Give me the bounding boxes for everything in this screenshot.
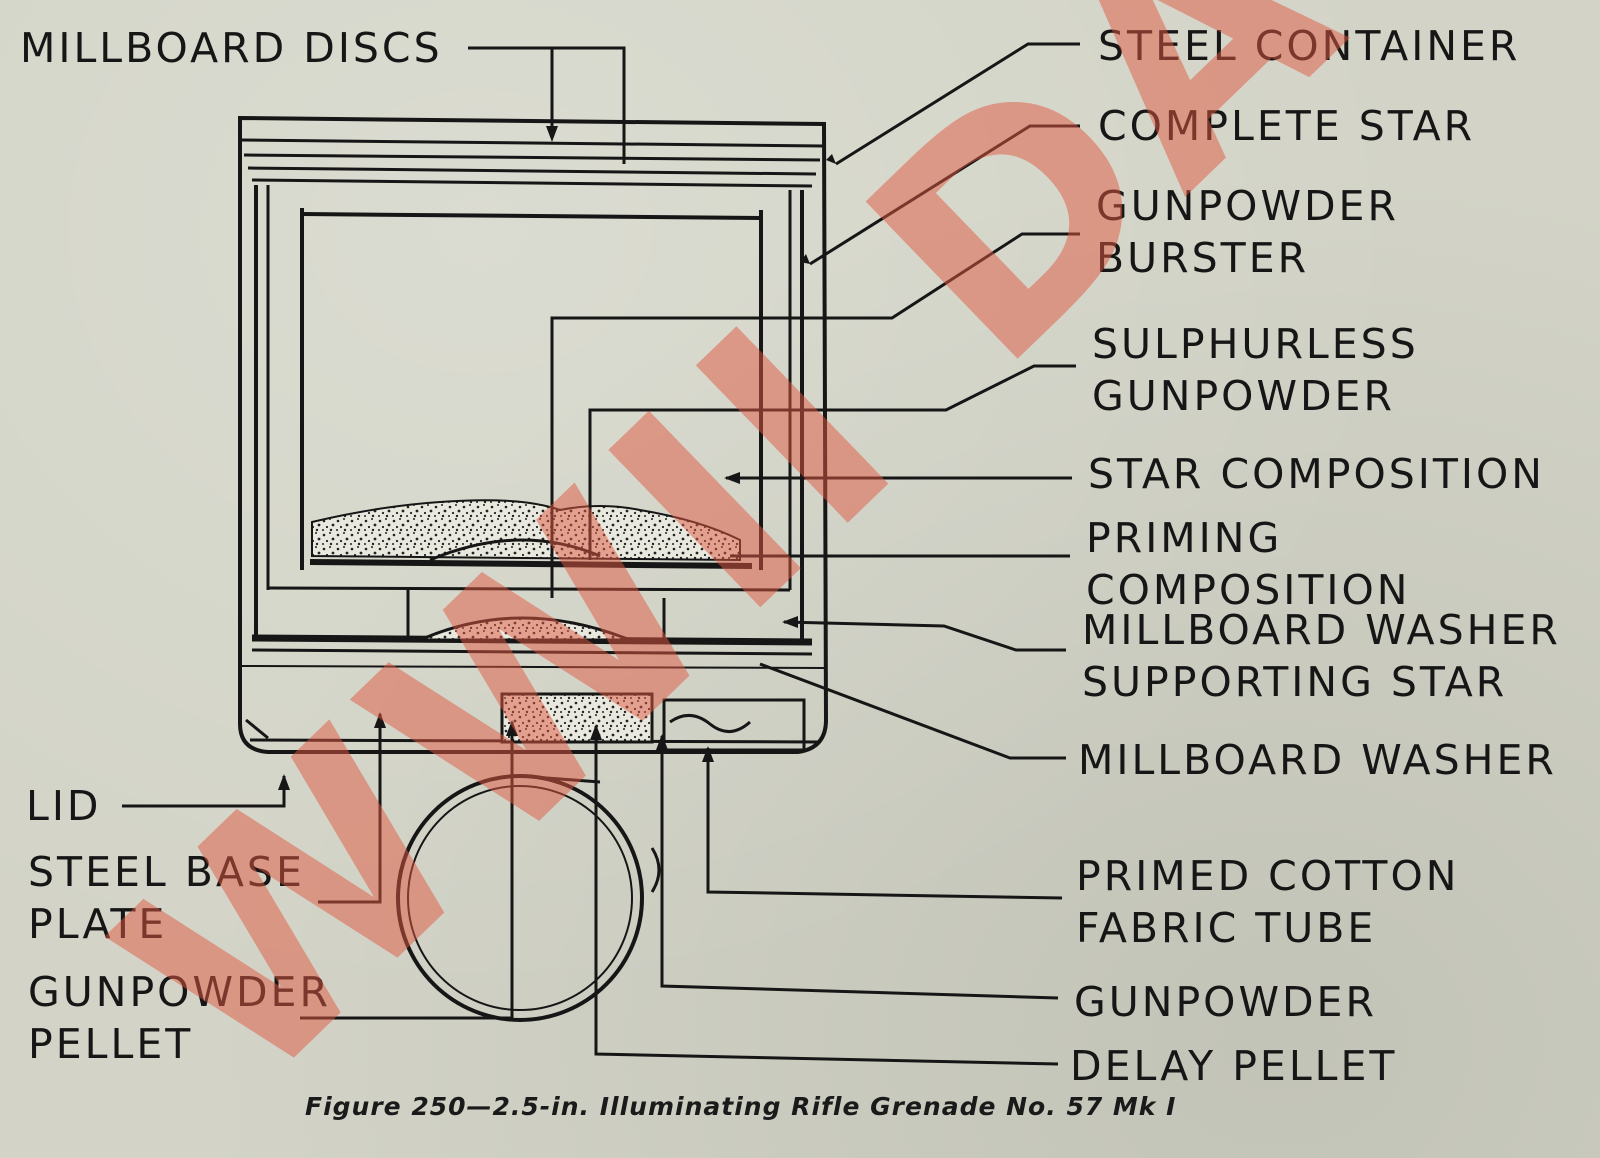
arrowheads — [278, 126, 836, 790]
label-lid: LID — [26, 782, 102, 830]
burster-charge — [419, 616, 752, 744]
rifle-fitting-circle — [396, 774, 661, 1022]
figure-caption: Figure 250—2.5-in. Illuminating Rifle Gr… — [305, 1092, 1177, 1121]
label-priming-composition-line2: COMPOSITION — [1086, 566, 1411, 614]
label-gunpowder: GUNPOWDER — [1074, 978, 1377, 1026]
container-body — [238, 115, 829, 754]
label-gunpowder-burster-line1: GUNPOWDER — [1096, 182, 1399, 230]
label-star-composition: STAR COMPOSITION — [1088, 450, 1545, 498]
label-priming-composition-line1: PRIMING — [1086, 514, 1283, 562]
star-composition-fill — [311, 499, 741, 562]
label-primed-cotton-fabric-tube: PRIMED COTTON FABRIC TUBE — [1076, 850, 1459, 954]
label-gunpowder-pellet: GUNPOWDER PELLET — [28, 966, 331, 1070]
label-sulphurless-gunpowder: SULPHURLESS GUNPOWDER — [1092, 318, 1419, 422]
label-gunpowder-pellet-line2: PELLET — [28, 1020, 194, 1068]
label-steel-base-plate: STEEL BASE PLATE — [28, 846, 305, 950]
label-millboard-discs: MILLBOARD DISCS — [20, 24, 443, 72]
label-sulphurless-gunpowder-line1: SULPHURLESS — [1092, 320, 1419, 368]
label-millboard-washer-lower: MILLBOARD WASHER — [1078, 736, 1557, 784]
label-steel-base-plate-line1: STEEL BASE — [28, 848, 305, 896]
label-primed-cotton-fabric-tube-line2: FABRIC TUBE — [1076, 904, 1377, 952]
label-gunpowder-burster-line2: BURSTER — [1096, 234, 1310, 282]
label-sulphurless-gunpowder-line2: GUNPOWDER — [1092, 372, 1395, 420]
label-millboard-washer-upper: MILLBOARD WASHER — [1082, 606, 1561, 654]
leader-lines — [122, 42, 1080, 1066]
label-priming-composition: PRIMING COMPOSITION — [1086, 512, 1410, 616]
label-steel-container: STEEL CONTAINER — [1098, 22, 1521, 70]
label-delay-pellet: DELAY PELLET — [1070, 1042, 1398, 1090]
label-steel-base-plate-line2: PLATE — [28, 900, 168, 948]
label-complete-star: COMPLETE STAR — [1098, 102, 1476, 150]
label-supporting-star: SUPPORTING STAR — [1082, 658, 1508, 706]
label-primed-cotton-fabric-tube-line1: PRIMED COTTON — [1076, 852, 1460, 900]
label-gunpowder-burster: GUNPOWDER BURSTER — [1096, 180, 1399, 284]
label-gunpowder-pellet-line1: GUNPOWDER — [28, 968, 331, 1016]
